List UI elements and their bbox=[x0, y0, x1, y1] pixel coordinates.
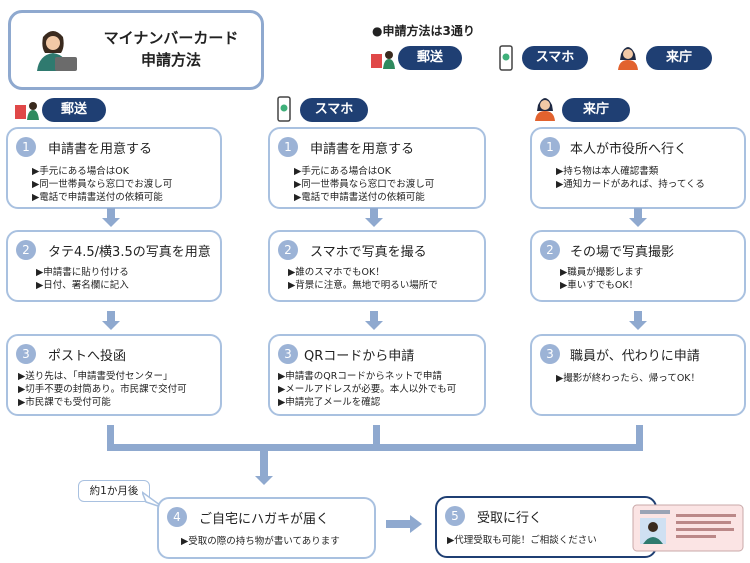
step-number: 1 bbox=[278, 137, 298, 157]
title-line-2: 申請方法 bbox=[140, 51, 201, 69]
mail-step2-card: 2 タテ4.5/横3.5の写真を用意 ▶申請書に貼り付ける ▶日付、署名欄に記入 bbox=[6, 230, 222, 302]
step-bullet: ▶手元にある場合はOK bbox=[294, 166, 392, 177]
step-bullet: ▶切手不要の封筒あり。市民課で交付可 bbox=[18, 384, 187, 395]
legend-phone-badge: スマホ bbox=[522, 46, 588, 70]
step-number: 1 bbox=[540, 137, 560, 157]
step-title: 本人が市役所へ行く bbox=[570, 142, 688, 157]
step-bullet: ▶申請書のQRコードからネットで申請 bbox=[278, 371, 442, 382]
step-bullet: ▶申請書に貼り付ける bbox=[36, 267, 129, 278]
step-bullet: ▶申請完了メールを確認 bbox=[278, 397, 381, 408]
legend-heading: ●申請方法は3通り bbox=[372, 24, 475, 38]
step-bullet: ▶メールアドレスが必要。本人以外でも可 bbox=[278, 384, 457, 395]
step-bullet: ▶同一世帯員なら窓口でお渡し可 bbox=[294, 179, 435, 190]
step-title: 申請書を用意する bbox=[48, 142, 153, 157]
phone-step2-card: 2 スマホで写真を撮る ▶誰のスマホでもOK！ ▶背景に注意。無地で明るい場所で bbox=[268, 230, 486, 302]
visit-step1-card: 1 本人が市役所へ行く ▶持ち物は本人確認書類 ▶通知カードがあれば、持ってくる bbox=[530, 127, 746, 209]
person-icon bbox=[535, 98, 555, 121]
step-number: 1 bbox=[16, 137, 36, 157]
step-bullet: ▶電話で申請書送付の依頼可能 bbox=[32, 192, 163, 203]
step-number: 3 bbox=[16, 344, 36, 364]
step-title: スマホで写真を撮る bbox=[310, 245, 427, 260]
phone-step3-card: 3 QRコードから申請 ▶申請書のQRコードからネットで申請 ▶メールアドレスが… bbox=[268, 334, 486, 416]
smartphone-icon bbox=[277, 96, 291, 122]
step-title: 職員が、代わりに申請 bbox=[570, 349, 700, 364]
visit-step3-card: 3 職員が、代わりに申請 ▶撮影が終わったら、帰ってOK！ bbox=[530, 334, 746, 416]
step-bullet: ▶誰のスマホでもOK！ bbox=[288, 267, 385, 278]
mail-step3-card: 3 ポストへ投函 ▶送り先は、「申請書受付センター」 ▶切手不要の封筒あり。市民… bbox=[6, 334, 222, 416]
step-number: 4 bbox=[167, 507, 187, 527]
step-number: 2 bbox=[278, 240, 298, 260]
step-bullet: ▶市民課でも受付可能 bbox=[18, 397, 111, 408]
step-bullet: ▶日付、署名欄に記入 bbox=[36, 280, 129, 291]
step-number: 2 bbox=[16, 240, 36, 260]
smartphone-icon bbox=[499, 45, 513, 71]
step-title: タテ4.5/横3.5の写真を用意 bbox=[48, 245, 211, 260]
step-title: QRコードから申請 bbox=[304, 349, 415, 364]
person-laptop-icon bbox=[37, 31, 77, 71]
title-box: マイナンバーカード 申請方法 bbox=[8, 10, 264, 90]
step-title: その場で写真撮影 bbox=[570, 245, 675, 260]
person-icon bbox=[618, 47, 638, 70]
step-bullet: ▶車いすでもOK！ bbox=[560, 280, 639, 291]
page-title: マイナンバーカード 申請方法 bbox=[91, 27, 251, 71]
title-line-1: マイナンバーカード bbox=[103, 29, 239, 47]
visit-step2-card: 2 その場で写真撮影 ▶職員が撮影します ▶車いすでもOK！ bbox=[530, 230, 746, 302]
step-bullet: ▶背景に注意。無地で明るい場所で bbox=[288, 280, 438, 291]
column-mail-badge: 郵送 bbox=[42, 98, 106, 122]
column-visit-badge: 来庁 bbox=[562, 98, 630, 122]
step-bullet: ▶同一世帯員なら窓口でお渡し可 bbox=[32, 179, 173, 190]
phone-step1-card: 1 申請書を用意する ▶手元にある場合はOK ▶同一世帯員なら窓口でお渡し可 ▶… bbox=[268, 127, 486, 209]
mail-icon bbox=[371, 51, 395, 69]
id-card-icon bbox=[632, 504, 744, 552]
step-title: ポストへ投函 bbox=[48, 349, 127, 364]
step-bullet: ▶受取の際の持ち物が書いてあります bbox=[181, 536, 340, 547]
step-number: 5 bbox=[445, 506, 465, 526]
step-title: 受取に行く bbox=[477, 511, 543, 526]
step-title: ご自宅にハガキが届く bbox=[199, 512, 330, 527]
step-bullet: ▶職員が撮影します bbox=[560, 267, 644, 278]
step-bullet: ▶手元にある場合はOK bbox=[32, 166, 130, 177]
step-number: 2 bbox=[540, 240, 560, 260]
step-bullet: ▶送り先は、「申請書受付センター」 bbox=[18, 371, 173, 382]
callout-text: 約1か月後 bbox=[89, 485, 139, 497]
callout-bubble: 約1か月後 bbox=[78, 480, 150, 502]
legend-visit-badge: 来庁 bbox=[646, 46, 712, 70]
step-title: 申請書を用意する bbox=[310, 142, 415, 157]
step-bullet: ▶代理受取も可能！ご相談ください bbox=[447, 535, 597, 546]
legend-mail-badge: 郵送 bbox=[398, 46, 462, 70]
mail-step1-card: 1 申請書を用意する ▶手元にある場合はOK ▶同一世帯員なら窓口でお渡し可 ▶… bbox=[6, 127, 222, 209]
step-bullet: ▶撮影が終わったら、帰ってOK！ bbox=[556, 373, 701, 384]
step-number: 3 bbox=[540, 344, 560, 364]
step-bullet: ▶通知カードがあれば、持ってくる bbox=[556, 179, 705, 190]
step-number: 3 bbox=[278, 344, 298, 364]
mail-icon bbox=[15, 102, 39, 120]
step-bullet: ▶持ち物は本人確認書類 bbox=[556, 166, 659, 177]
step4-card: 4 ご自宅にハガキが届く ▶受取の際の持ち物が書いてあります bbox=[157, 497, 376, 559]
column-phone-badge: スマホ bbox=[300, 98, 368, 122]
step-bullet: ▶電話で申請書送付の依頼可能 bbox=[294, 192, 425, 203]
step5-card: 5 受取に行く ▶代理受取も可能！ご相談ください bbox=[435, 496, 657, 558]
